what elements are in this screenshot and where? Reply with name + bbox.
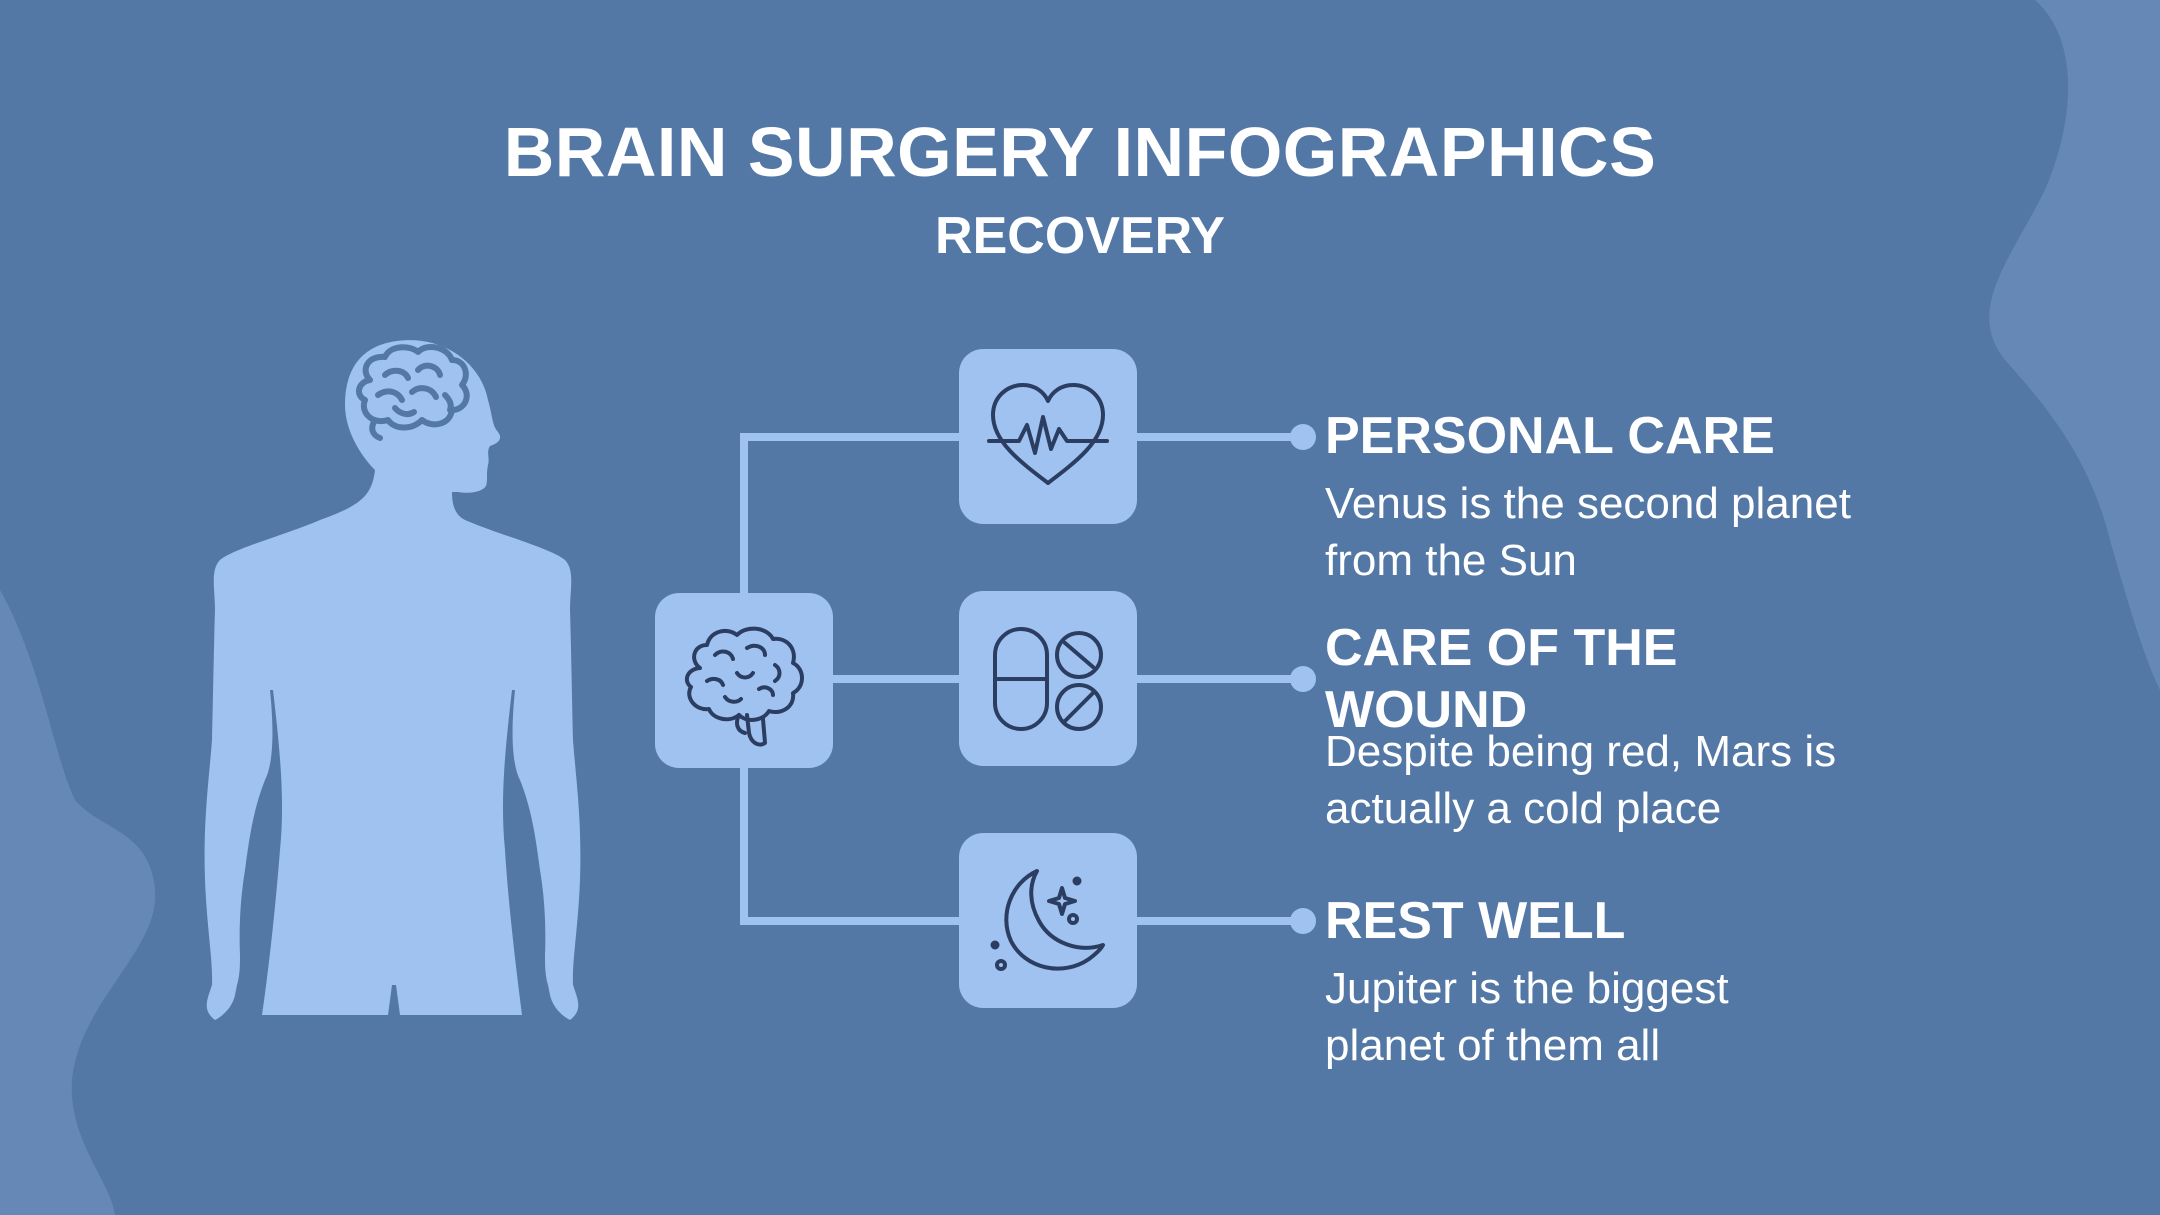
hub-box	[655, 593, 833, 768]
item-text: Despite being red, Mars is actually a co…	[1325, 727, 1837, 833]
wound-care-box	[959, 591, 1137, 766]
page-subtitle: RECOVERY	[935, 207, 1225, 265]
item-title: REST WELL	[1325, 892, 1626, 950]
page-title: BRAIN SURGERY INFOGRAPHICS	[503, 113, 1657, 191]
rest-well-box	[959, 833, 1137, 1008]
pills-icon	[993, 627, 1103, 731]
connector-dot-3	[1290, 908, 1316, 934]
heart-pulse-icon	[987, 383, 1109, 485]
connector-hub-bottom	[740, 761, 964, 925]
connector-hub-top	[740, 433, 964, 599]
item-text: Venus is the second planet from the Sun	[1325, 479, 1851, 585]
item-wound-care-text: Despite being red, Mars is actually a co…	[1325, 723, 1945, 837]
head-brain	[356, 343, 470, 441]
connector-dot-1	[1290, 424, 1316, 450]
item-rest-well: REST WELL Jupiter is the biggest planet …	[1325, 890, 1945, 1074]
item-personal-care: PERSONAL CARE Venus is the second planet…	[1325, 405, 1945, 589]
item-text: Jupiter is the biggest planet of them al…	[1325, 964, 1729, 1070]
item-title: CARE OF THE WOUND	[1325, 619, 1678, 739]
brain-icon	[684, 626, 804, 747]
background-blob-right	[1989, 0, 2160, 690]
moon-stars-icon	[990, 869, 1105, 971]
item-title: PERSONAL CARE	[1325, 407, 1775, 465]
background-blob-left	[0, 590, 156, 1215]
connector-dot-2	[1290, 666, 1316, 692]
item-wound-care: CARE OF THE WOUND	[1325, 617, 1765, 741]
personal-care-box	[959, 349, 1137, 524]
